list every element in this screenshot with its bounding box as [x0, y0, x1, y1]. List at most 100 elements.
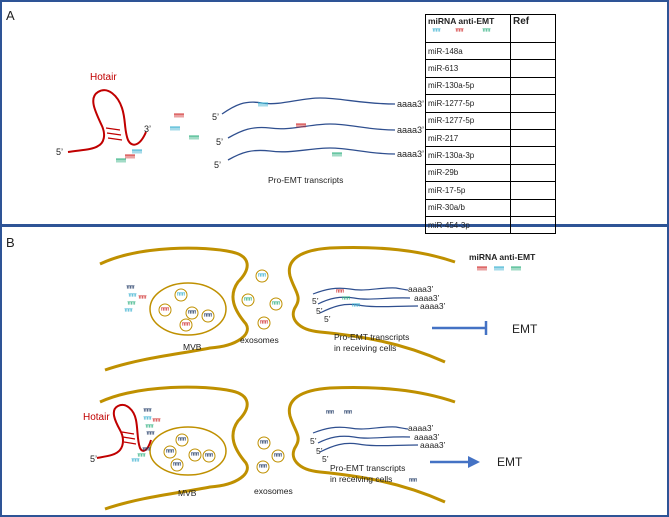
- transcript-five-prime: 5’: [212, 112, 219, 122]
- receiving-transcript: [312, 426, 409, 434]
- table-row: miR-130a-3p: [425, 146, 556, 165]
- free-mirna-icon: [325, 410, 335, 414]
- mirna-name-cell: miR-29b: [425, 163, 511, 183]
- table-row: miR-130a-5p: [425, 76, 556, 96]
- vesicle: [188, 448, 202, 462]
- ref-cell: [510, 76, 556, 96]
- receiving-five-prime: 5’: [316, 306, 323, 316]
- mirna-name-cell: miR-217: [425, 128, 511, 148]
- exosome-mirna-icon: [273, 453, 283, 457]
- mirna-name-cell: miR-130a-3p: [425, 146, 511, 165]
- table-row: miR-30a/b: [425, 198, 556, 217]
- vesicle: [163, 445, 177, 459]
- cyto-mirna-icon: [145, 424, 154, 429]
- mvb-label-top: MVB: [183, 342, 202, 352]
- mvb-label-bottom: MVB: [178, 488, 197, 498]
- mirna-name-cell: miR-454-3p: [425, 215, 511, 235]
- activation-arrow-head: [468, 456, 480, 468]
- table-header-mirna-label: miRNA anti-EMT: [428, 16, 495, 26]
- exosome: [241, 293, 255, 307]
- transcript-poly-a-tail: aaaa3’: [397, 99, 424, 109]
- ref-cell: [510, 111, 556, 130]
- vesicle: [179, 318, 193, 332]
- hotair-stem-bonds-a: [105, 127, 123, 141]
- emt-outcome-bottom: EMT: [497, 455, 523, 469]
- receiving-transcript: [319, 303, 419, 314]
- vesicle-mirna-icon: [165, 449, 175, 453]
- table-row: miR-1277-5p: [425, 94, 556, 113]
- cyto-mirna-icon: [128, 293, 137, 298]
- table-row: miR-613: [425, 59, 556, 78]
- receiving-poly-a-tail: aaaa3’: [414, 432, 440, 442]
- hotair-five-prime-b: 5’: [90, 454, 97, 464]
- vesicle: [175, 433, 189, 447]
- vesicle: [201, 309, 215, 323]
- cyto-mirna-icon: [138, 295, 147, 300]
- exosome: [257, 316, 271, 330]
- vesicle-mirna-icon: [172, 462, 182, 466]
- table-row: miR-148a: [425, 41, 556, 61]
- ref-cell: [510, 41, 556, 61]
- vesicle: [170, 458, 184, 472]
- ref-cell: [510, 59, 556, 78]
- vesicle-mirna-icon: [204, 453, 214, 457]
- receiving-cell-membrane-top: [287, 246, 456, 364]
- cyto-mirna-icon: [143, 408, 152, 413]
- legend-mirna-icon: [476, 266, 488, 271]
- bound-mirna-icon: [115, 158, 127, 163]
- mirna-name-cell: miR-1277-5p: [425, 94, 511, 113]
- legend-mirna-icon: [455, 28, 464, 33]
- exosome-mirna-icon: [259, 320, 269, 324]
- panel-b-frame: [0, 225, 669, 517]
- receiving-caption-line1: Pro-EMT transcripts: [330, 463, 405, 473]
- donor-cell-membrane-bottom: [99, 385, 249, 511]
- hotair-three-prime-a: 3’: [144, 124, 151, 134]
- free-mirna-icon: [408, 478, 418, 482]
- bound-mirna-icon: [124, 154, 136, 159]
- ref-cell: [510, 146, 556, 165]
- receiving-poly-a-tail: aaaa3’: [414, 293, 440, 303]
- vesicle-mirna-icon: [187, 310, 197, 314]
- receiving-five-prime: 5’: [324, 314, 331, 324]
- transcript-strand: [221, 97, 396, 115]
- vesicle-mirna-icon: [177, 437, 187, 441]
- vesicle-mirna-icon: [190, 452, 200, 456]
- table-row: miR-454-3p: [425, 215, 556, 235]
- legend-mirna-icon: [493, 266, 505, 271]
- exosome: [271, 449, 285, 463]
- vesicle-mirna-icon: [181, 322, 191, 326]
- panel-a-letter: A: [6, 8, 15, 23]
- donor-cell-membrane-top: [99, 246, 249, 372]
- mirna-name-cell: miR-30a/b: [425, 198, 511, 217]
- exosome: [269, 297, 283, 311]
- receiving-five-prime: 5’: [310, 436, 317, 446]
- cyto-mirna-icon: [126, 285, 135, 290]
- receiving-caption-line2: in receiving cells: [334, 343, 396, 353]
- transcript-five-prime: 5’: [214, 160, 221, 170]
- receiving-transcript: [317, 435, 411, 444]
- receiving-poly-a-tail: aaaa3’: [408, 284, 434, 294]
- table-header-row: miRNA anti-EMT Ref: [425, 14, 556, 43]
- legend-mirna-icon: [482, 28, 491, 33]
- receiving-caption-line1: Pro-EMT transcripts: [334, 332, 409, 342]
- ref-cell: [510, 215, 556, 235]
- table-row: miR-217: [425, 128, 556, 148]
- receiving-five-prime: 5’: [322, 454, 329, 464]
- transcript-strand: [227, 147, 396, 161]
- transcript-mirna-icon: [331, 152, 343, 157]
- legend-mirna-icon: [510, 266, 522, 271]
- emt-outcome-top: EMT: [512, 322, 538, 336]
- exosome: [256, 460, 270, 474]
- table-row: miR-1277-5p: [425, 111, 556, 130]
- vesicle: [202, 449, 216, 463]
- cyto-mirna-icon: [143, 416, 152, 421]
- exosome-mirna-icon: [257, 273, 267, 277]
- exosome-mirna-icon: [243, 297, 253, 301]
- free-mirna-icon: [173, 113, 185, 118]
- hotair-stem-bonds-b: [121, 431, 137, 445]
- hotair-label-b: Hotair: [83, 412, 110, 423]
- transcript-poly-a-tail: aaaa3’: [397, 125, 424, 135]
- table-header-mirna: miRNA anti-EMT: [425, 14, 511, 43]
